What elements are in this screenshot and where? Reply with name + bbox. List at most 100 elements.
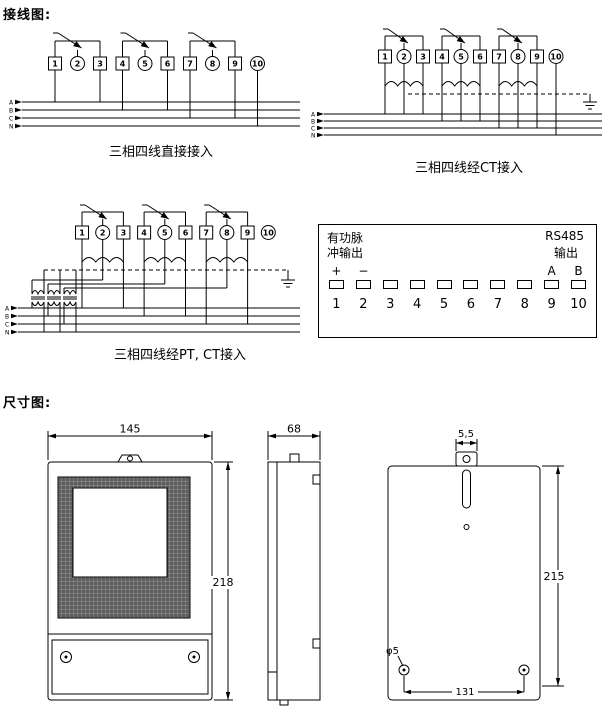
tab-offset-dim-lines bbox=[455, 439, 478, 451]
bus-lines bbox=[18, 239, 300, 333]
terminal-number: 8 bbox=[515, 53, 521, 62]
terminal-sign-plus: + bbox=[331, 264, 342, 278]
diagram-caption-pt-ct: 三相四线经PT, CT接入 bbox=[114, 347, 246, 363]
dimensions-section-title: 尺寸图: bbox=[3, 396, 52, 411]
cover-screw-dots bbox=[64, 655, 196, 659]
terminal-number: 10 bbox=[550, 53, 562, 62]
side-hanger-hook bbox=[289, 453, 300, 463]
terminal-square bbox=[382, 279, 398, 289]
terminal-number: 4 bbox=[120, 60, 126, 69]
arrow-icons bbox=[15, 41, 217, 129]
wiring-diagram-direct: 1 2 3 4 5 6 7 8 9 10 A B C N 三相四线直接接入 bbox=[9, 32, 300, 160]
terminal-square bbox=[463, 279, 479, 289]
terminal-number: 10 bbox=[252, 60, 264, 69]
terminal-number: 2 bbox=[75, 60, 81, 69]
terminal-number: 6 bbox=[183, 229, 189, 238]
tab-offset-dimension: 5,5 bbox=[458, 429, 474, 440]
rs485-output-label: 输出 bbox=[553, 246, 578, 260]
wiring-diagram-ct: 1 2 3 4 5 6 7 8 9 10 A B C N 三相四线经CT接入 bbox=[311, 28, 602, 176]
phase-labels: A B C N bbox=[311, 112, 316, 140]
terminal-sign-a: A bbox=[547, 264, 556, 278]
terminal-number-cell: 5 bbox=[439, 297, 449, 312]
terminal-number: 1 bbox=[52, 60, 58, 69]
dim-arrow-icons bbox=[456, 440, 477, 446]
terminal-square bbox=[544, 279, 560, 289]
mounting-hole-dots bbox=[402, 668, 526, 672]
terminal-number: 1 bbox=[382, 53, 388, 62]
hole-spacing-dimension: 131 bbox=[455, 687, 474, 698]
side-width-dimension: 68 bbox=[287, 423, 301, 436]
current-coil-symbols bbox=[53, 32, 236, 57]
terminal-numbers: 1 2 3 4 5 6 7 8 9 10 bbox=[79, 229, 274, 238]
terminal-number: 9 bbox=[232, 60, 238, 69]
terminal-square bbox=[490, 279, 506, 289]
terminal-number: 5 bbox=[162, 229, 168, 238]
terminal-number-cell: 10 bbox=[570, 297, 587, 312]
side-width-dim-lines bbox=[267, 431, 321, 460]
arrow-icons bbox=[317, 36, 522, 138]
terminal-number: 7 bbox=[187, 60, 193, 69]
terminal-number: 7 bbox=[203, 229, 209, 238]
arrow-icons bbox=[11, 212, 231, 335]
terminal-number: 8 bbox=[210, 60, 216, 69]
terminal-number: 2 bbox=[100, 229, 106, 238]
wiring-diagram-pt-ct: 1 2 3 4 5 6 7 8 9 10 A B C N 三相四线经PT, CT… bbox=[5, 204, 300, 363]
dim-arrow-icons bbox=[404, 689, 524, 695]
phase-label: N bbox=[5, 330, 10, 337]
earth-ground-icon bbox=[583, 94, 597, 110]
terminal-strip: + − A B 1 2 3 4 5 6 7 8 9 10 bbox=[323, 261, 592, 311]
earth-ground-icon bbox=[281, 270, 295, 288]
meter-back-view: 5,5 215 131 φ5 bbox=[386, 429, 567, 701]
front-width-dim-lines bbox=[47, 431, 213, 460]
dim-arrow-icons bbox=[225, 462, 231, 700]
pulse-output-label-line2: 冲输出 bbox=[327, 246, 364, 260]
terminal-numbers: 1 2 3 4 5 6 7 8 9 10 bbox=[382, 53, 562, 62]
bus-lines bbox=[324, 63, 602, 136]
terminal-square bbox=[328, 279, 344, 289]
terminal-number: 3 bbox=[121, 229, 127, 238]
terminal-number: 4 bbox=[141, 229, 147, 238]
terminal-number: 7 bbox=[496, 53, 502, 62]
terminal-number: 6 bbox=[477, 53, 483, 62]
terminal-square bbox=[409, 279, 425, 289]
phase-label: A bbox=[5, 306, 10, 313]
display-window bbox=[72, 487, 168, 578]
terminal-square bbox=[517, 279, 533, 289]
hanger-hole bbox=[127, 455, 133, 462]
terminal-number-cell: 6 bbox=[466, 297, 476, 312]
terminal-number-cell: 7 bbox=[493, 297, 502, 312]
terminal-number-cell: 3 bbox=[386, 297, 395, 312]
terminal-shapes bbox=[75, 225, 276, 240]
terminal-numbers: 1 2 3 4 5 6 7 8 9 10 bbox=[52, 60, 263, 69]
phase-label: C bbox=[311, 126, 315, 133]
terminal-square bbox=[571, 279, 587, 289]
terminal-number-cell: 2 bbox=[359, 297, 368, 312]
terminal-shapes bbox=[48, 56, 265, 71]
terminal-number: 8 bbox=[224, 229, 230, 238]
dim-text-mask bbox=[541, 570, 567, 583]
diagram-caption-direct: 三相四线直接接入 bbox=[109, 144, 213, 160]
hole-diameter-dimension: φ5 bbox=[386, 646, 399, 657]
terminal-square bbox=[436, 279, 452, 289]
terminal-cover bbox=[51, 639, 209, 695]
terminal-number: 9 bbox=[534, 53, 540, 62]
back-small-hole bbox=[463, 524, 470, 530]
terminal-sign-b: B bbox=[574, 264, 583, 278]
rs485-label: RS485 bbox=[545, 229, 584, 243]
side-body-outline bbox=[267, 461, 321, 701]
terminal-shapes bbox=[378, 49, 564, 64]
terminal-number: 4 bbox=[439, 53, 445, 62]
front-height-dimension: 218 bbox=[213, 576, 234, 589]
dim-arrow-icons bbox=[555, 466, 561, 686]
front-width-dimension: 145 bbox=[120, 423, 141, 436]
dim-arrow-icons bbox=[48, 433, 212, 439]
phase-label: B bbox=[5, 314, 9, 321]
meter-side-view: 68 bbox=[267, 423, 321, 706]
side-foot bbox=[279, 699, 289, 706]
side-clip-bottom bbox=[312, 638, 321, 649]
dim-text-mask bbox=[452, 685, 478, 698]
terminal-sign-minus: − bbox=[358, 264, 369, 278]
terminal-block-panel: 有功脉 冲输出 RS485 输出 + − A B 1 2 3 4 5 bbox=[318, 224, 597, 338]
bus-lines bbox=[22, 70, 300, 127]
